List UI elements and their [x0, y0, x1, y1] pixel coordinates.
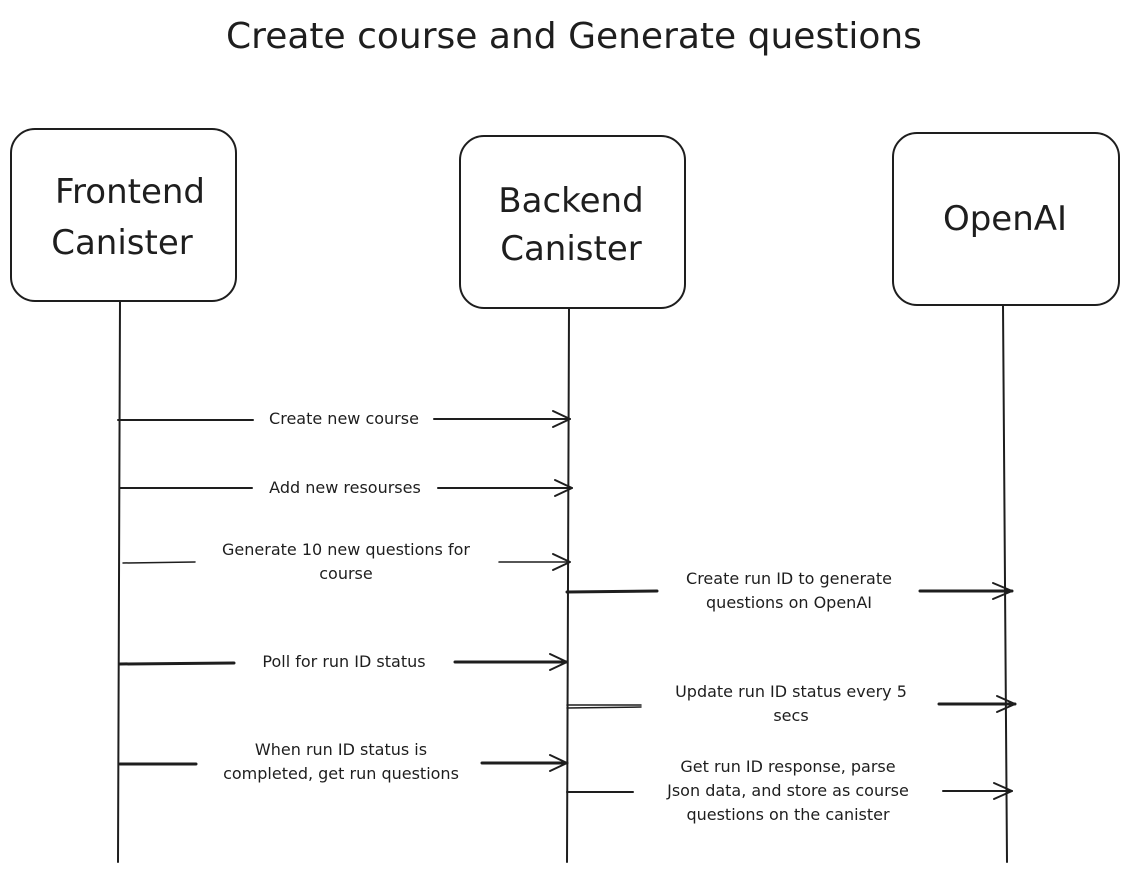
message-arrow-line [118, 660, 569, 666]
lifelines [117, 299, 1008, 863]
message-label: Poll for run ID status [262, 652, 425, 671]
message-label: Add new resourses [269, 478, 421, 497]
messages: Create new course Add new resourses Gene… [117, 409, 1017, 824]
participant-frontend: Frontend Canister [10, 128, 237, 302]
message-label-line2: Json data, and store as course [666, 781, 909, 800]
message-arrow-line [565, 589, 1014, 594]
participant-label-openai: OpenAI [943, 199, 1067, 239]
lifeline-backend [566, 307, 570, 863]
message-label-line1: When run ID status is [255, 740, 427, 759]
arrowhead-icon [552, 410, 571, 428]
message-label-line2: secs [773, 706, 808, 725]
arrowhead-icon [552, 553, 571, 571]
message-update-status: Update run ID status every 5 secs [566, 682, 1017, 725]
lifeline-frontend [117, 299, 121, 863]
participant-box-backend [459, 135, 686, 309]
arrowhead-icon [549, 754, 568, 772]
message-label-line1: Update run ID status every 5 [675, 682, 907, 701]
message-generate-questions: Generate 10 new questions for course [122, 540, 571, 583]
arrowhead-icon [993, 782, 1013, 800]
message-label-line2: completed, get run questions [223, 764, 459, 783]
participant-label-backend-line2: Canister [500, 229, 642, 269]
participant-label-backend-line1: Backend [498, 181, 643, 221]
message-label: Create new course [269, 409, 419, 428]
message-label-line2: course [319, 564, 372, 583]
participant-label-frontend-line2: Canister [51, 223, 193, 263]
message-arrow-line [118, 761, 569, 766]
participant-backend: Backend Canister [459, 135, 686, 309]
message-label-line1: Generate 10 new questions for [222, 540, 470, 559]
lifeline-openai [1002, 304, 1008, 863]
message-store-questions: Get run ID response, parse Json data, an… [566, 757, 1013, 824]
message-arrow-line [117, 418, 571, 421]
arrowhead-icon [554, 479, 573, 497]
arrowhead-icon [992, 582, 1013, 600]
arrowhead-icon [996, 695, 1016, 713]
diagram-title: Create course and Generate questions [226, 16, 922, 57]
message-create-run-id: Create run ID to generate questions on O… [565, 569, 1014, 612]
message-label-line2: questions on OpenAI [706, 593, 872, 612]
message-label-line1: Get run ID response, parse [680, 757, 895, 776]
message-get-run-questions: When run ID status is completed, get run… [118, 740, 569, 783]
message-add-resources: Add new resourses [119, 478, 573, 497]
message-label-line3: questions on the canister [686, 805, 890, 824]
message-poll-status: Poll for run ID status [118, 652, 569, 671]
message-create-course: Create new course [117, 409, 571, 428]
participant-box-openai [892, 132, 1120, 306]
arrowhead-icon [549, 653, 568, 671]
participant-openai: OpenAI [892, 132, 1120, 306]
message-label-line1: Create run ID to generate [686, 569, 892, 588]
message-arrow-line [122, 561, 571, 564]
message-arrow-line [566, 790, 1013, 793]
message-arrow-line [566, 704, 642, 709]
participant-box-frontend [10, 128, 237, 302]
participant-label-frontend-line1: Frontend [55, 172, 205, 212]
